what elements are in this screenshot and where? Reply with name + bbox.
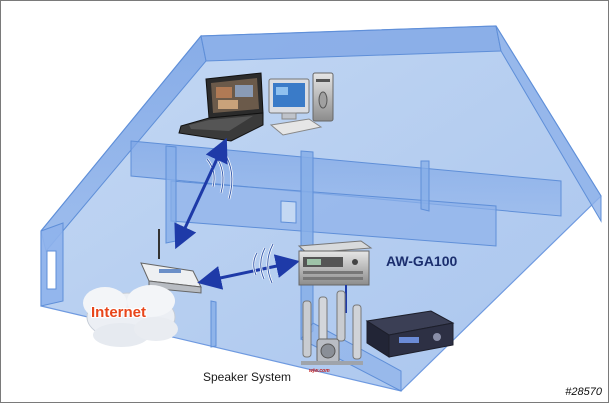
- speaker-system-label: Speaker System: [203, 370, 292, 384]
- av-receiver-icon: [365, 310, 455, 358]
- wireless-router-icon: [140, 229, 202, 294]
- interior-wall-upper: [165, 145, 177, 244]
- internet-cloud-icon: [83, 285, 178, 347]
- interior-wall-middle: [130, 140, 562, 217]
- interior-wall-right: [420, 160, 430, 212]
- link-arrow-router-device: [197, 254, 300, 290]
- internet-label: Internet: [91, 304, 147, 321]
- device-label: AW-GA100: [386, 253, 458, 269]
- interior-wall-front: [210, 300, 217, 348]
- aw-ga100-device-icon: [297, 240, 373, 286]
- link-arrow-laptop-router: [174, 137, 228, 250]
- outer-wall-right: [495, 25, 602, 223]
- door-left: [46, 250, 57, 290]
- speaker-system-icon: [301, 290, 363, 365]
- brand-badge: wjw.com: [309, 368, 330, 374]
- desktop-pc-icon: [268, 72, 334, 136]
- image-id-label: #28570: [565, 386, 602, 398]
- laptop-icon: [178, 72, 264, 142]
- doorway-lower: [280, 200, 297, 224]
- wifi-waves-device-icon: [252, 243, 275, 284]
